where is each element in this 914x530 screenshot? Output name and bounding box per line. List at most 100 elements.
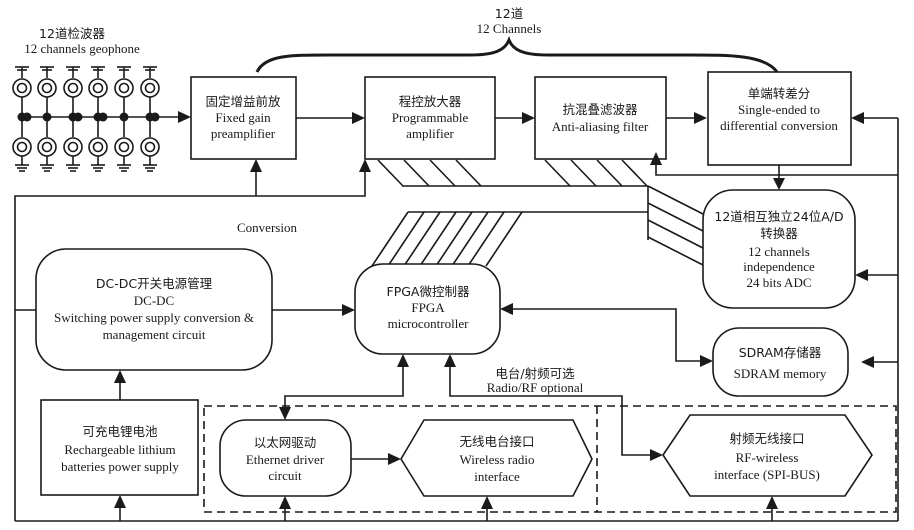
arrow-head (522, 112, 535, 124)
adc-block (702, 189, 856, 309)
radio-label-en2: interface (474, 469, 520, 484)
arrow-head (114, 370, 126, 383)
fpga-label-en1: FPGA (411, 300, 445, 315)
battery-label-en2: batteries power supply (61, 459, 179, 474)
bus-wire (485, 211, 523, 267)
ethernet-label-en2: circuit (268, 468, 302, 483)
bus-wire (371, 211, 409, 267)
sdram-label-en1: SDRAM memory (734, 366, 827, 381)
arrow-head (773, 178, 785, 190)
adc-label-zh2: 转换器 (760, 226, 798, 241)
rf-label-en1: RF-wireless (736, 450, 799, 465)
bus-wire (647, 202, 704, 232)
sdram-block (712, 327, 849, 397)
filter-block (534, 76, 667, 160)
bus-wire (429, 159, 456, 187)
geophone-icon (41, 141, 53, 153)
bus-wire (647, 219, 704, 249)
control-line-filter (655, 163, 898, 176)
bus-wire (419, 211, 457, 267)
preamp-block (190, 76, 297, 160)
se2diff-block (707, 71, 852, 166)
brace-label-en: 12 Channels (477, 21, 542, 36)
geophone-icon (16, 141, 28, 153)
arrow-head (388, 453, 401, 465)
filter-label-en1: Anti-aliasing filter (552, 119, 649, 134)
optional-comms-region (203, 405, 897, 513)
rf-interface-block (662, 414, 873, 497)
arrow-head (766, 496, 778, 509)
bus-wire (435, 211, 473, 267)
arrow-head (861, 356, 874, 368)
conversion-label: Conversion (237, 220, 297, 235)
dcdc-label-en3: management circuit (103, 327, 206, 342)
optional-label-zh: 电台/射频可选 (495, 366, 575, 381)
battery-label-en1: Rechargeable lithium (64, 442, 175, 457)
pga-label-zh: 程控放大器 (399, 94, 462, 109)
arrow-head (481, 496, 493, 509)
geophone-icon (144, 82, 156, 94)
fpga-label-en2: microcontroller (388, 316, 470, 331)
bus-wire (647, 236, 704, 266)
arrow-head (694, 112, 707, 124)
arrow-head (500, 303, 513, 315)
dcdc-label-en2: Switching power supply conversion & (54, 310, 254, 325)
se2diff-label-zh: 单端转差分 (748, 86, 811, 101)
se2diff-label-en1: Single-ended to (738, 102, 820, 117)
bus-wire (570, 159, 597, 187)
geophone-icon (144, 141, 156, 153)
ethernet-block (219, 419, 352, 497)
fpga-label-zh: FPGA微控制器 (387, 284, 470, 299)
arrow-head (851, 112, 864, 124)
pga-label-en2: amplifier (406, 126, 454, 141)
geophone-icon (16, 82, 28, 94)
arrow-head (700, 355, 713, 367)
battery-block (40, 399, 199, 496)
rf-label-zh: 射频无线接口 (729, 431, 804, 446)
adc-label-en3: 24 bits ADC (746, 275, 811, 290)
power-line-top (14, 172, 366, 521)
geophone-icon (92, 141, 104, 153)
rf-label-en2: interface (SPI-BUS) (714, 467, 820, 482)
arrow-head (178, 111, 191, 123)
geophone-array (12, 66, 160, 172)
filter-label-zh: 抗混叠滤波器 (562, 102, 638, 117)
arrow-head (352, 112, 365, 124)
bus-wire (621, 159, 648, 187)
bus-wire (455, 159, 482, 187)
bus-wire (544, 159, 571, 187)
preamp-label-en2: preamplifier (211, 126, 276, 141)
bus-wire (647, 185, 704, 215)
bus-wire (387, 211, 425, 267)
adc-label-en1: 12 channels (748, 244, 810, 259)
adc-label-zh1: 12道相互独立24位A/D (714, 209, 843, 224)
arrow-head (650, 449, 663, 461)
brace-label-zh: 12道 (495, 6, 524, 21)
ethernet-label-zh: 以太网驱动 (254, 435, 317, 450)
geophone-label-en: 12 channels geophone (24, 41, 140, 56)
fpga-ethernet-link (284, 367, 404, 407)
geophone-icon (67, 82, 79, 94)
bus-wire (467, 211, 505, 267)
arrow-head (359, 159, 371, 172)
pga-block (364, 76, 496, 160)
channels-brace (255, 35, 779, 73)
arrow-head (114, 495, 126, 508)
geophone-icon (41, 82, 53, 94)
bus-hatch-lines (371, 159, 704, 267)
arrow-head (397, 354, 409, 367)
preamp-label-en1: Fixed gain (215, 110, 271, 125)
dcdc-label-en1: DC-DC (134, 293, 174, 308)
pga-label-en1: Programmable (392, 110, 469, 125)
battery-label-zh: 可充电锂电池 (82, 424, 158, 439)
adc-label-en2: independence (743, 259, 815, 274)
arrow-head (279, 496, 291, 509)
geophone-icon (92, 82, 104, 94)
bus-wire (451, 211, 489, 267)
radio-interface-block (400, 419, 593, 497)
fpga-rf-link (449, 367, 650, 456)
radio-label-en1: Wireless radio (460, 452, 535, 467)
arrow-head (444, 354, 456, 367)
optional-label-en: Radio/RF optional (487, 380, 584, 395)
